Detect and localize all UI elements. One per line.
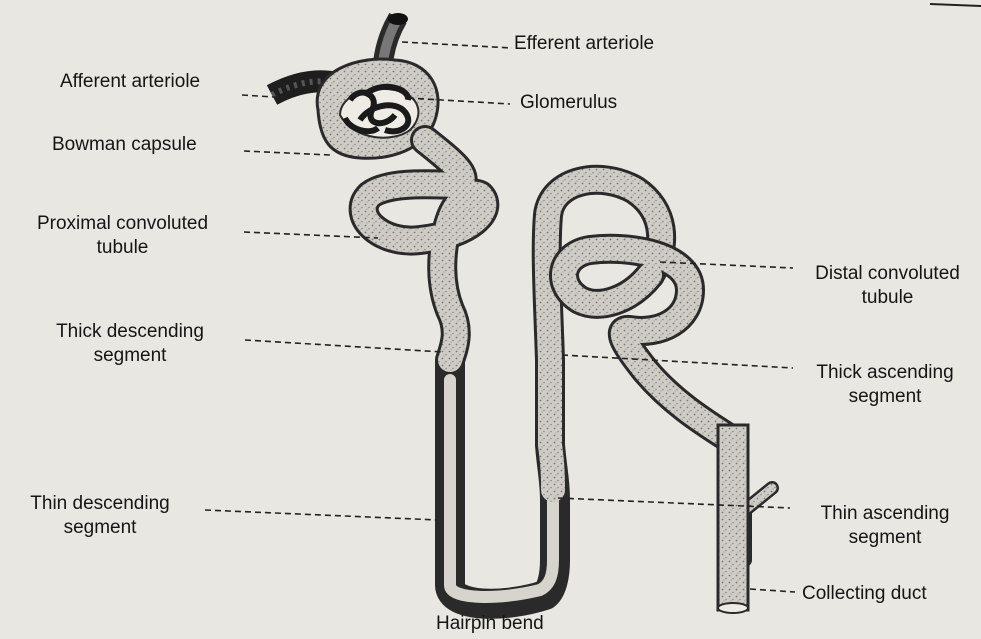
dct-line-1: Distal convoluted (795, 262, 980, 286)
label-bowman-capsule: Bowman capsule (52, 133, 197, 157)
collecting-duct-tube (718, 425, 772, 613)
leader-lines (205, 42, 795, 592)
label-distal-convoluted-tubule: Distal convoluted tubule (795, 262, 980, 310)
renal-tubule (364, 140, 662, 604)
label-efferent-arteriole: Efferent arteriole (514, 32, 654, 56)
pct-line-2: tubule (10, 236, 235, 260)
label-thin-ascending-segment: Thin ascending segment (795, 502, 975, 550)
thin-desc-line-1: Thin descending (0, 492, 200, 516)
thin-asc-line-2: segment (795, 526, 975, 550)
label-glomerulus: Glomerulus (520, 91, 617, 115)
label-afferent-arteriole: Afferent arteriole (60, 70, 200, 94)
pct-line-1: Proximal convoluted (10, 212, 235, 236)
label-hairpin-bend: Hairpin bend (436, 612, 544, 636)
label-thick-descending-segment: Thick descending segment (25, 320, 235, 368)
label-thick-ascending-segment: Thick ascending segment (795, 361, 975, 409)
label-thin-descending-segment: Thin descending segment (0, 492, 200, 540)
thick-asc-line-2: segment (795, 385, 975, 409)
thick-desc-line-1: Thick descending (25, 320, 235, 344)
thick-asc-line-1: Thick ascending (795, 361, 975, 385)
thin-asc-line-1: Thin ascending (795, 502, 975, 526)
corner-line (930, 4, 981, 6)
thin-desc-line-2: segment (0, 516, 200, 540)
label-proximal-convoluted-tubule: Proximal convoluted tubule (10, 212, 235, 260)
dct-line-2: tubule (795, 286, 980, 310)
thick-desc-line-2: segment (25, 344, 235, 368)
label-collecting-duct: Collecting duct (802, 582, 927, 606)
